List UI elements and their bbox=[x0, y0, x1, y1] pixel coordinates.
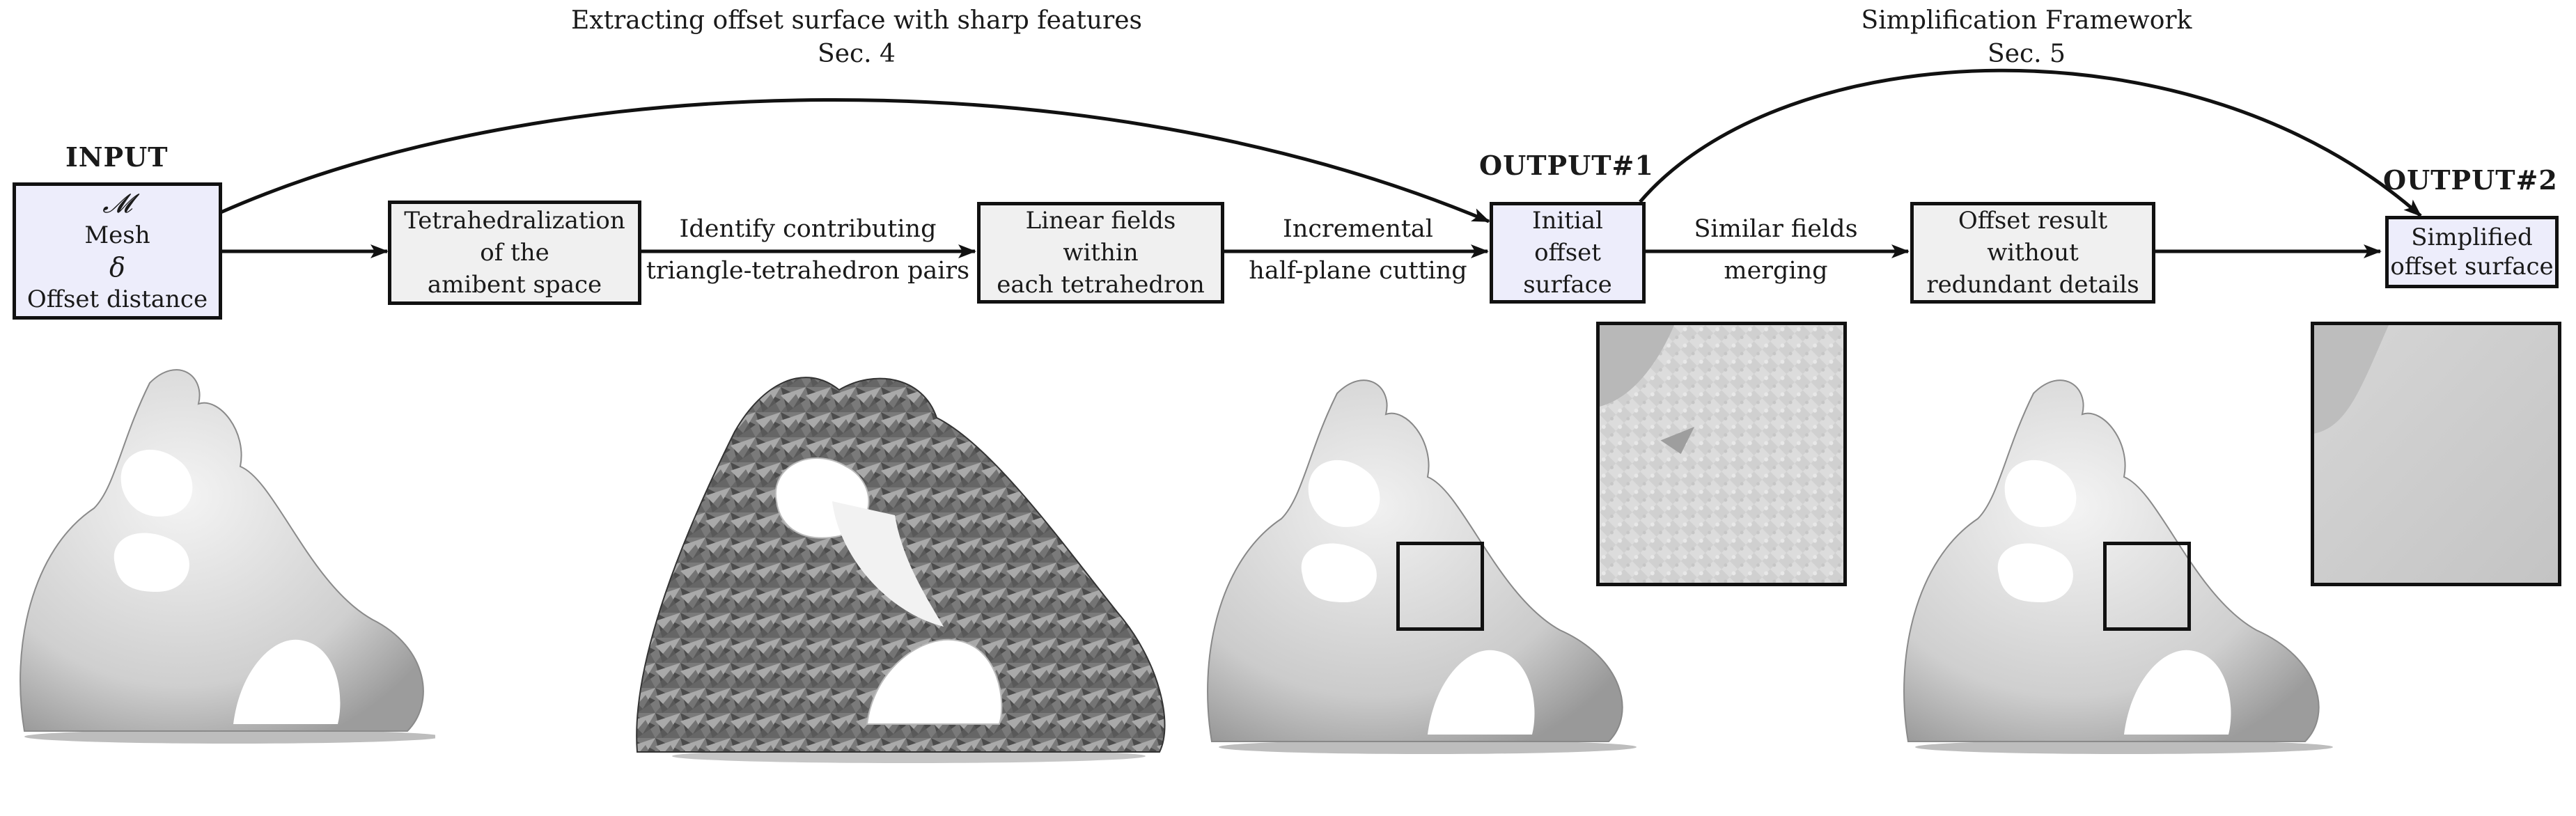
output1-model-render bbox=[1207, 379, 1637, 754]
output2-closeup bbox=[2311, 322, 2561, 586]
output1-zoom-marker bbox=[1396, 542, 1484, 631]
node-linear-line2: within bbox=[1063, 239, 1139, 267]
node-initial-line3: surface bbox=[1523, 271, 1612, 299]
node-tetrahedralization: Tetrahedralization of the amibent space bbox=[388, 201, 641, 305]
node-input-offset: Offset distance bbox=[26, 285, 208, 313]
output1-closeup bbox=[1596, 322, 1847, 586]
node-linear-line1: Linear fields bbox=[1025, 207, 1176, 235]
node-simplified-offset: Simplified offset surface bbox=[2385, 216, 2559, 288]
edge-identify-line1: Identify contributing bbox=[679, 215, 937, 243]
node-offset-result-line2: without bbox=[1987, 239, 2079, 267]
node-initial-line2: offset bbox=[1534, 239, 1601, 267]
edge-merging-line1: Similar fields bbox=[1694, 215, 1858, 243]
node-simplified-line2: offset surface bbox=[2390, 253, 2554, 281]
node-tetra-line1: Tetrahedralization bbox=[404, 207, 625, 235]
node-linear-fields: Linear fields within each tetrahedron bbox=[977, 202, 1224, 304]
edge-identify-line2: triangle-tetrahedron pairs bbox=[646, 257, 970, 285]
output2-zoom-marker bbox=[2103, 542, 2191, 631]
header-offset-sec: Sec. 4 bbox=[818, 40, 896, 68]
output2-label: OUTPUT#2 bbox=[2383, 164, 2558, 196]
edge-cutting-line2: half-plane cutting bbox=[1249, 257, 1467, 285]
node-simplified-line1: Simplified bbox=[2411, 223, 2533, 251]
tetra-model-render bbox=[636, 377, 1166, 763]
header-simplify-section: Simplification Framework Sec. 5 bbox=[1783, 4, 2270, 71]
node-offset-result: Offset result without redundant details bbox=[1910, 202, 2155, 304]
header-offset-title: Extracting offset surface with sharp fea… bbox=[570, 6, 1143, 35]
edge-label-identify: Identify contributing triangle-tetrahedr… bbox=[641, 212, 975, 288]
output1-label: OUTPUT#1 bbox=[1479, 150, 1654, 181]
node-input: 𝓜 Mesh δ Offset distance bbox=[13, 182, 222, 320]
header-simplify-sec: Sec. 5 bbox=[1988, 40, 2066, 68]
node-offset-result-line3: redundant details bbox=[1926, 271, 2139, 299]
edge-label-cutting: Incremental half-plane cutting bbox=[1233, 212, 1483, 288]
output2-model-render bbox=[1903, 379, 2333, 754]
edge-merging-line2: merging bbox=[1724, 257, 1828, 285]
node-initial-offset: Initial offset surface bbox=[1490, 202, 1646, 304]
node-tetra-line2: of the bbox=[480, 239, 549, 267]
arc-input-to-initial bbox=[219, 98, 1490, 223]
edge-cutting-line1: Incremental bbox=[1283, 215, 1433, 243]
delta-symbol: δ bbox=[109, 251, 125, 283]
node-tetra-line3: amibent space bbox=[427, 271, 602, 299]
input-model-render bbox=[19, 369, 435, 744]
arc-initial-to-simplified bbox=[1639, 68, 2422, 217]
node-linear-line3: each tetrahedron bbox=[997, 271, 1205, 299]
input-label: INPUT bbox=[65, 141, 169, 173]
node-initial-line1: Initial bbox=[1532, 207, 1603, 235]
node-input-mesh: Mesh bbox=[84, 221, 150, 249]
mesh-symbol: 𝓜 bbox=[102, 187, 132, 219]
header-simplify-title: Simplification Framework bbox=[1861, 6, 2192, 35]
edge-label-merging: Similar fields merging bbox=[1647, 212, 1905, 288]
node-offset-result-line1: Offset result bbox=[1958, 207, 2108, 235]
header-offset-section: Extracting offset surface with sharp fea… bbox=[543, 4, 1170, 71]
